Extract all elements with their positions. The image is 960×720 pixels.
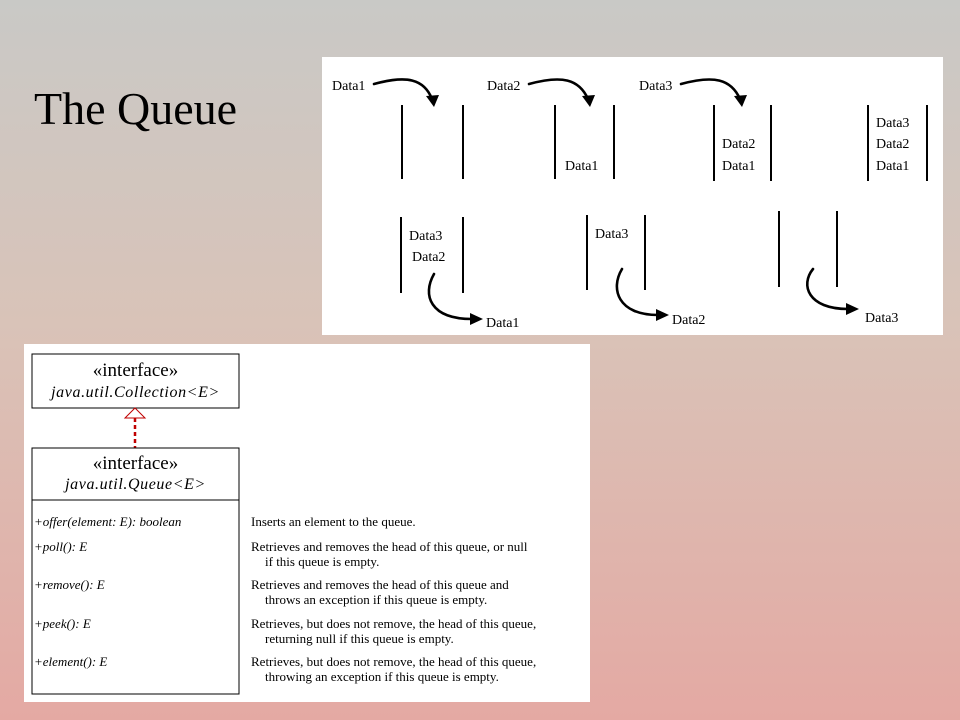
dequeue-step-2: Data3 Data2 [586, 215, 705, 328]
arrowhead [582, 95, 595, 107]
method-offer-description: Inserts an element to the queue. [251, 514, 416, 529]
queue-interface-box: «interface» java.util.Queue<E> [31, 447, 240, 695]
queue-operations-diagram: Data1 Data2 Data1 Data3 Data2 Data1 [322, 57, 943, 335]
method-poll-description-line1: Retrieves and removes the head of this q… [251, 539, 528, 554]
enqueue-step-4: Data3 Data2 Data1 [867, 105, 928, 181]
arrowhead [470, 313, 483, 325]
arrowhead [426, 95, 439, 107]
arrowhead [734, 95, 747, 107]
queue-item: Data2 [412, 250, 445, 265]
queue-item: Data3 [595, 227, 628, 242]
method-peek-signature: +peek(): E [34, 616, 91, 631]
generalization-arrowhead [123, 407, 147, 419]
slide-title: The Queue [34, 83, 238, 134]
collection-interface-name: java.util.Collection<E> [49, 384, 220, 401]
incoming-label: Data3 [639, 79, 672, 94]
queue-diagram-canvas: Data1 Data2 Data1 Data3 Data2 Data1 [332, 78, 928, 331]
dequeue-step-1: Data3 Data2 Data1 [400, 217, 519, 331]
method-element-description-line2: throwing an exception if this queue is e… [265, 669, 499, 684]
dequeue-step-3: Data3 [778, 211, 898, 326]
dequeue-arrow [427, 272, 474, 321]
queue-interface-name: java.util.Queue<E> [63, 476, 206, 493]
method-offer-signature: +offer(element: E): boolean [34, 514, 181, 529]
queue-item: Data3 [409, 229, 442, 244]
method-element-signature: +element(): E [34, 654, 107, 669]
uml-canvas: «interface» java.util.Collection<E> «int… [31, 353, 536, 695]
enqueue-step-2: Data2 Data1 [487, 78, 615, 179]
arrowhead [846, 303, 859, 315]
enqueue-step-3: Data3 Data2 Data1 [639, 78, 772, 181]
method-remove-signature: +remove(): E [34, 577, 105, 592]
queue-item: Data2 [722, 137, 755, 152]
queue-item: Data2 [876, 137, 909, 152]
collection-interface-box: «interface» java.util.Collection<E> [31, 353, 240, 409]
method-remove-description-line2: throws an exception if this queue is emp… [265, 592, 487, 607]
outgoing-label: Data1 [486, 316, 519, 331]
incoming-label: Data1 [332, 79, 365, 94]
enqueue-arrow [679, 78, 742, 101]
enqueue-arrow [372, 78, 434, 101]
enqueue-arrow [527, 78, 590, 101]
queue-item: Data3 [876, 116, 909, 131]
queue-item: Data1 [722, 159, 755, 174]
outgoing-label: Data2 [672, 313, 705, 328]
method-peek-description-line2: returning null if this queue is empty. [265, 631, 454, 646]
incoming-label: Data2 [487, 79, 520, 94]
method-remove-description-line1: Retrieves and removes the head of this q… [251, 577, 509, 592]
method-peek-description-line1: Retrieves, but does not remove, the head… [251, 616, 536, 631]
queue-interface-uml: «interface» java.util.Collection<E> «int… [24, 344, 590, 702]
arrowhead [656, 309, 669, 321]
dequeue-arrow [805, 267, 850, 311]
queue-item: Data1 [565, 159, 598, 174]
outgoing-label: Data3 [865, 311, 898, 326]
collection-stereotype: «interface» [93, 360, 178, 381]
enqueue-step-1: Data1 [332, 78, 464, 179]
method-poll-description-line2: if this queue is empty. [265, 554, 379, 569]
method-element-description-line1: Retrieves, but does not remove, the head… [251, 654, 536, 669]
method-poll-signature: +poll(): E [34, 539, 87, 554]
dequeue-arrow [615, 267, 660, 317]
queue-item: Data1 [876, 159, 909, 174]
queue-stereotype: «interface» [93, 453, 178, 474]
